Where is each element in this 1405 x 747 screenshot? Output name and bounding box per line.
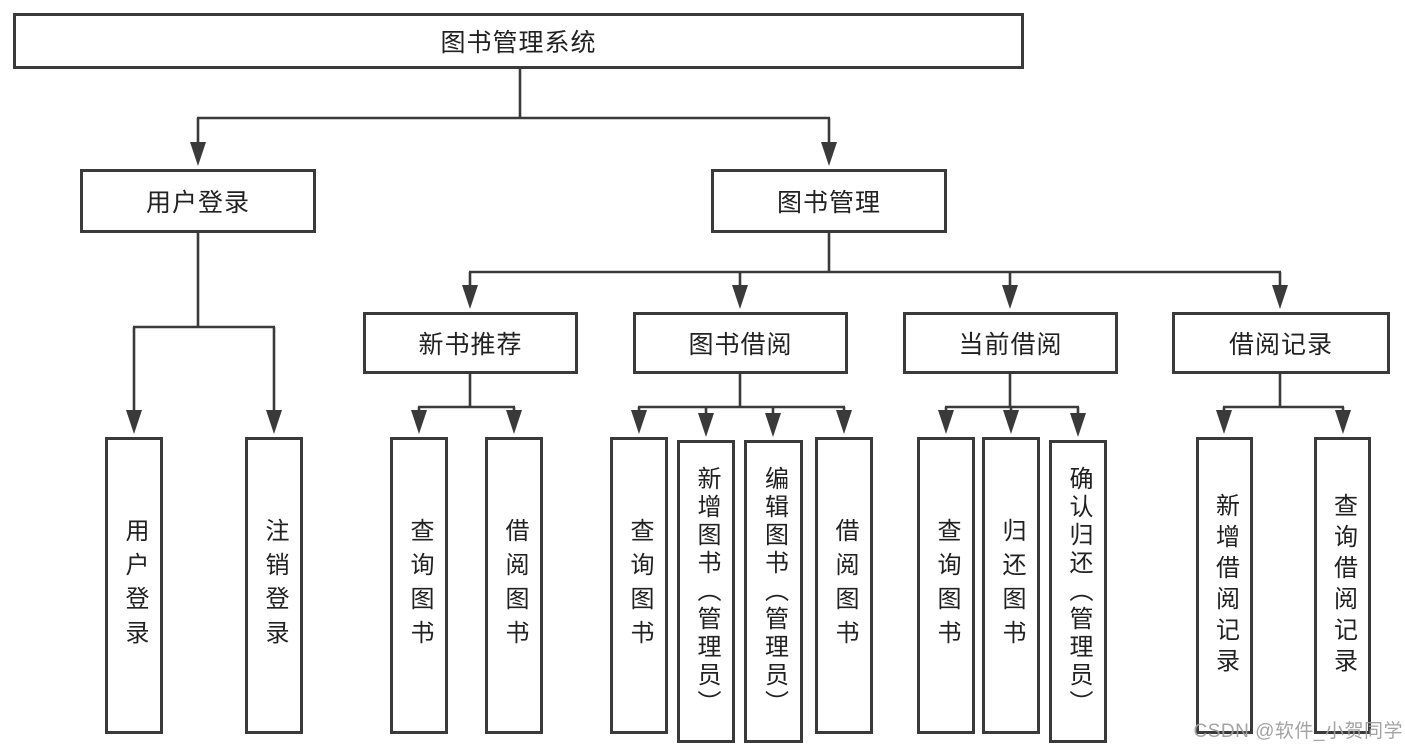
leaf-g2-edit-book-admin: 编辑图书（管理员）	[744, 440, 803, 743]
arrowhead-g1-borrow	[506, 410, 522, 434]
node-new-book-recommend-label: 新书推荐	[418, 331, 523, 359]
leaf-g3-query-book-label: 查询图书	[933, 517, 960, 654]
node-root-system: 图书管理系统	[13, 13, 1024, 69]
leaf-g4-add-record-label: 新增借阅记录	[1211, 492, 1239, 679]
node-root-label: 图书管理系统	[440, 29, 597, 57]
leaf-g1-borrow-book-label: 借阅图书	[501, 517, 528, 654]
connector-new-book-group	[417, 374, 516, 414]
arrowhead-logout-leaf	[266, 410, 282, 434]
node-current-borrow-label: 当前借阅	[958, 331, 1063, 359]
node-book-management-label: 图书管理	[776, 189, 881, 217]
node-book-borrow-label: 图书借阅	[688, 331, 793, 359]
node-user-login: 用户登录	[80, 169, 316, 233]
arrowhead-g2-borrow	[836, 410, 852, 434]
arrowhead-g2-query	[631, 410, 647, 434]
connector-root-to-level2	[196, 69, 831, 146]
leaf-g2-query-book: 查询图书	[610, 437, 668, 734]
leaf-g3-query-book: 查询图书	[917, 437, 975, 734]
leaf-user-login-label: 用户登录	[121, 517, 148, 654]
node-borrow-record-label: 借阅记录	[1228, 331, 1333, 359]
leaf-g2-add-book-admin-label: 新增图书（管理员）	[693, 465, 720, 718]
leaf-g3-confirm-return-admin: 确认归还（管理员）	[1049, 440, 1107, 743]
node-book-management: 图书管理	[711, 169, 947, 233]
leaf-g2-borrow-book: 借阅图书	[815, 437, 873, 734]
leaf-g1-borrow-book: 借阅图书	[485, 437, 543, 734]
arrowhead-g3-query	[938, 410, 954, 434]
leaf-user-login: 用户登录	[105, 437, 163, 734]
arrowhead-g4-add	[1216, 410, 1232, 434]
leaf-g4-add-record: 新增借阅记录	[1196, 437, 1253, 734]
leaf-logout: 注销登录	[245, 437, 303, 734]
leaf-g2-add-book-admin: 新增图书（管理员）	[677, 440, 735, 743]
arrowhead-book-borrow	[732, 285, 748, 309]
arrowhead-g1-query	[411, 410, 427, 434]
arrowhead-new-book	[462, 285, 478, 309]
node-current-borrow: 当前借阅	[903, 312, 1118, 374]
connector-book-management-group	[468, 233, 1282, 289]
arrowhead-g3-confirm	[1070, 413, 1086, 437]
arrowhead-current-borrow	[1002, 285, 1018, 309]
connector-borrow-record-group	[1222, 374, 1345, 414]
leaf-g1-query-book-label: 查询图书	[406, 517, 433, 654]
node-user-login-label: 用户登录	[145, 189, 250, 217]
node-new-book-recommend: 新书推荐	[363, 312, 578, 374]
arrowhead-g2-add	[698, 413, 714, 437]
leaf-g2-query-book-label: 查询图书	[626, 517, 653, 654]
leaf-g2-edit-book-admin-label: 编辑图书（管理员）	[760, 465, 788, 718]
leaf-g4-query-record-label: 查询借阅记录	[1329, 492, 1357, 679]
arrowhead-borrow-record	[1272, 285, 1288, 309]
arrowhead-user-login	[190, 142, 206, 166]
leaf-g3-return-book-label: 归还图书	[998, 517, 1025, 654]
arrowhead-g3-return	[1003, 410, 1019, 434]
leaf-g2-borrow-book-label: 借阅图书	[831, 517, 858, 654]
leaf-g3-return-book: 归还图书	[982, 437, 1040, 734]
connector-user-login-group	[132, 233, 276, 412]
arrowhead-g2-edit	[765, 413, 781, 437]
arrowhead-g4-query	[1335, 410, 1351, 434]
connector-book-borrow-group	[637, 374, 846, 416]
node-borrow-record: 借阅记录	[1172, 312, 1390, 374]
leaf-g1-query-book: 查询图书	[390, 437, 448, 734]
csdn-watermark: CSDN @软件_小贺同学	[1193, 721, 1403, 742]
leaf-g3-confirm-return-admin-label: 确认归还（管理员）	[1065, 465, 1092, 718]
connector-current-borrow-group	[944, 374, 1080, 416]
arrowhead-login-leaf	[126, 410, 142, 434]
arrowhead-book-management	[821, 142, 837, 166]
leaf-g4-query-record: 查询借阅记录	[1314, 437, 1371, 734]
node-book-borrow: 图书借阅	[633, 312, 848, 374]
leaf-logout-label: 注销登录	[261, 517, 288, 654]
